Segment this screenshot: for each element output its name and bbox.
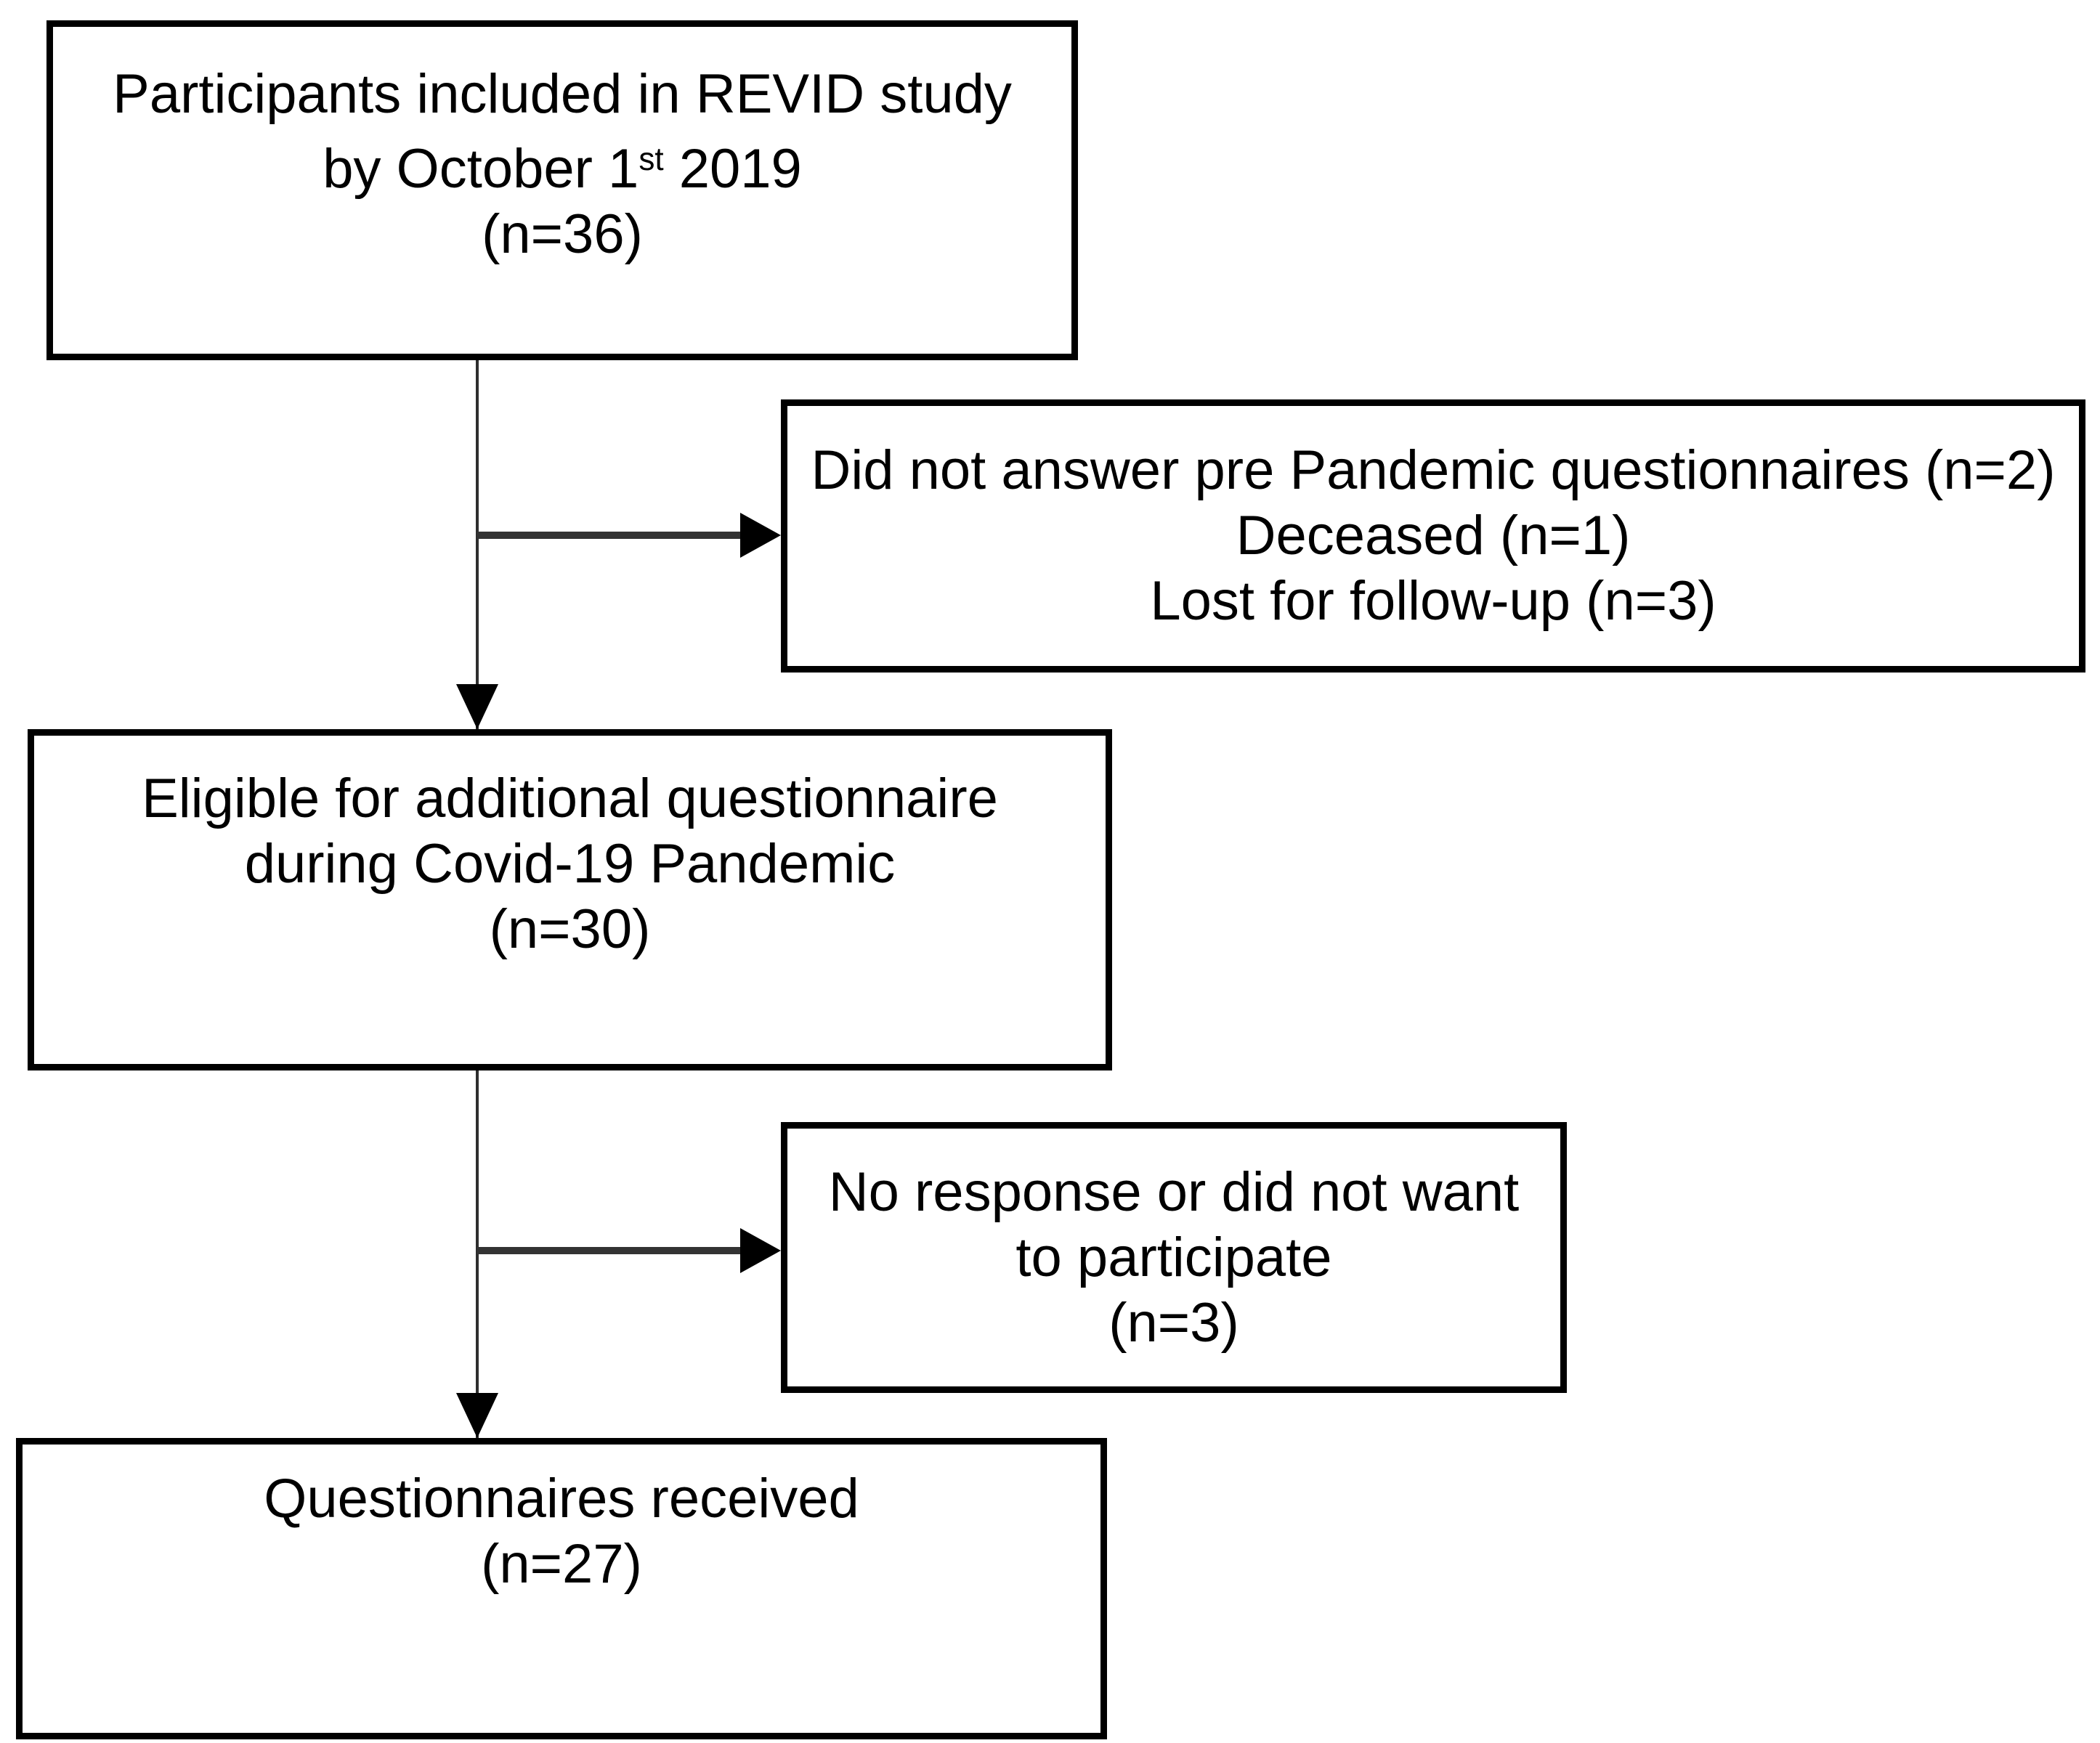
box-participants-line2-suffix: 2019 [663, 138, 802, 200]
exclusions-response-line2: to participate [1015, 1226, 1332, 1288]
box-eligible-line1: Eligible for additional questionnaire [142, 768, 998, 829]
box-eligible-count: (n=30) [489, 898, 651, 960]
box-questionnaires-received: Questionnaires received (n=27) [16, 1438, 1107, 1739]
box-participants-line2-superscript: st [638, 142, 664, 177]
box-participants: Participants included in REVID study by … [46, 20, 1078, 360]
box-eligible-line2: during Covid-19 Pandemic [244, 833, 896, 895]
arrowhead-right-icon [740, 513, 781, 558]
exclusions-response-line1: No response or did not want [828, 1161, 1520, 1223]
arrowhead-down-icon [456, 684, 498, 729]
box-exclusions-pre-pandemic: Did not answer pre Pandemic questionnair… [781, 399, 2085, 673]
box-participants-count: (n=36) [482, 203, 643, 266]
arrowhead-down-icon [456, 1393, 498, 1438]
exclusions-response-count: (n=3) [1108, 1291, 1239, 1354]
connector-vertical-1 [476, 360, 479, 729]
connector-vertical-2 [476, 1070, 479, 1438]
box-received-count: (n=27) [481, 1533, 642, 1595]
box-received-line1: Questionnaires received [264, 1468, 859, 1529]
box-eligible: Eligible for additional questionnaire du… [28, 729, 1112, 1070]
box-participants-line2: by October 1st 2019 [53, 127, 1071, 202]
exclusions-pre-line1: Did not answer pre Pandemic questionnair… [811, 439, 2056, 501]
box-participants-line2-prefix: by October 1 [323, 138, 639, 200]
connector-horizontal-2 [477, 1247, 742, 1254]
connector-horizontal-1 [477, 532, 742, 539]
exclusions-pre-line2: Deceased (n=1) [1236, 505, 1631, 566]
box-participants-line1: Participants included in REVID study [113, 63, 1012, 125]
arrowhead-right-icon [740, 1228, 781, 1273]
exclusions-pre-line3: Lost for follow-up (n=3) [1150, 570, 1716, 632]
box-exclusions-no-response: No response or did not want to participa… [781, 1122, 1567, 1393]
